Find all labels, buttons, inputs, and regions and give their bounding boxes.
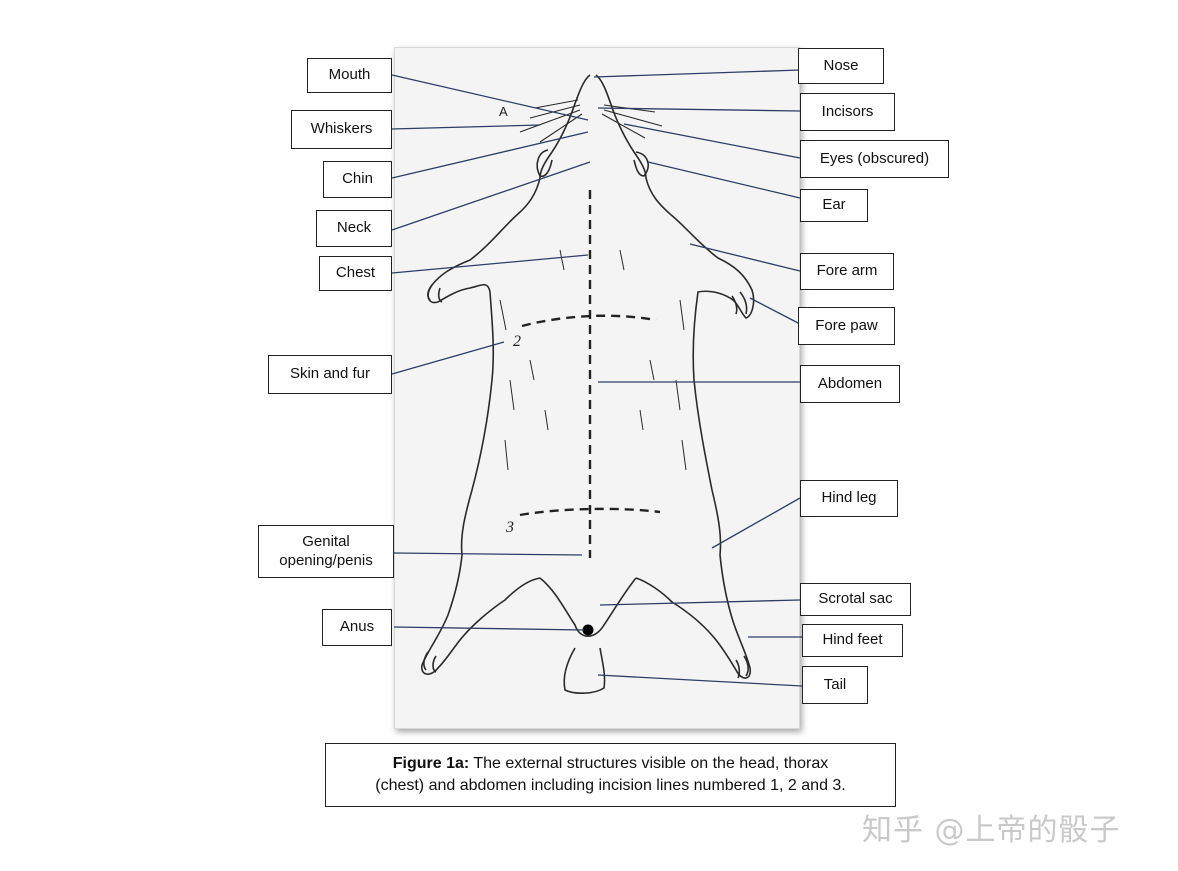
leader-scrotal-sac	[600, 600, 800, 605]
label-whiskers: Whiskers	[291, 110, 392, 149]
label-fore-arm: Fore arm	[800, 253, 894, 290]
leader-ear	[648, 162, 800, 198]
mark-a: A	[499, 104, 508, 119]
label-mouth: Mouth	[307, 58, 392, 93]
label-chin: Chin	[323, 161, 392, 198]
leader-tail	[598, 675, 802, 686]
label-genital-opening: Genital opening/penis	[258, 525, 394, 578]
label-anus: Anus	[322, 609, 392, 646]
watermark: 知乎 @上帝的骰子	[862, 805, 1121, 849]
right-torso	[636, 214, 754, 678]
right-foot	[736, 656, 748, 678]
incision-2	[522, 316, 656, 326]
leader-lines	[392, 70, 802, 686]
label-nose: Nose	[798, 48, 884, 84]
right-hand	[732, 292, 747, 314]
incision-lines	[520, 190, 660, 558]
leader-mouth	[392, 75, 588, 120]
label-fore-paw: Fore paw	[798, 307, 895, 345]
leader-chest	[392, 255, 588, 273]
label-tail: Tail	[802, 666, 868, 704]
caption-line2: (chest) and abdomen including incision l…	[375, 775, 846, 797]
caption-bold: Figure 1a:	[393, 755, 469, 772]
leader-eyes	[624, 124, 800, 158]
label-skin-and-fur: Skin and fur	[268, 355, 392, 394]
label-genital-line1: Genital	[302, 533, 350, 552]
left-hand	[428, 285, 442, 302]
label-eyes-obscured: Eyes (obscured)	[800, 140, 949, 178]
whiskers-right	[602, 105, 662, 138]
leader-incisors	[598, 108, 800, 111]
figure-caption: Figure 1a: The external structures visib…	[325, 743, 896, 807]
leader-genital	[394, 553, 582, 555]
leader-hind-leg	[712, 498, 800, 548]
leader-fore-paw	[750, 298, 800, 324]
leader-neck	[392, 162, 590, 230]
leader-chin	[392, 132, 588, 178]
label-hind-feet: Hind feet	[802, 624, 903, 657]
caption-line1-rest: The external structures visible on the h…	[469, 755, 828, 772]
leader-nose	[594, 70, 800, 77]
label-chest: Chest	[319, 256, 392, 291]
head-outline-right	[596, 75, 670, 214]
head-outline	[518, 75, 590, 214]
label-genital-line2: opening/penis	[279, 552, 372, 571]
incision-number-2: 2	[513, 333, 521, 350]
leader-anus	[394, 627, 584, 630]
fur-hatching	[500, 250, 686, 470]
label-neck: Neck	[316, 210, 392, 247]
rat-sketch	[422, 75, 754, 693]
leader-whiskers	[392, 125, 540, 129]
left-torso	[422, 214, 540, 674]
anus-dot	[583, 625, 594, 636]
tail	[564, 648, 604, 693]
label-ear: Ear	[800, 189, 868, 222]
leader-skin-and-fur	[392, 342, 504, 374]
incision-number-3: 3	[505, 519, 514, 536]
caption-line1: Figure 1a: The external structures visib…	[393, 753, 828, 775]
leader-fore-arm	[690, 244, 800, 271]
label-scrotal-sac: Scrotal sac	[800, 583, 911, 616]
label-incisors: Incisors	[800, 93, 895, 131]
label-abdomen: Abdomen	[800, 365, 900, 403]
left-foot	[424, 652, 436, 672]
label-hind-leg: Hind leg	[800, 480, 898, 517]
